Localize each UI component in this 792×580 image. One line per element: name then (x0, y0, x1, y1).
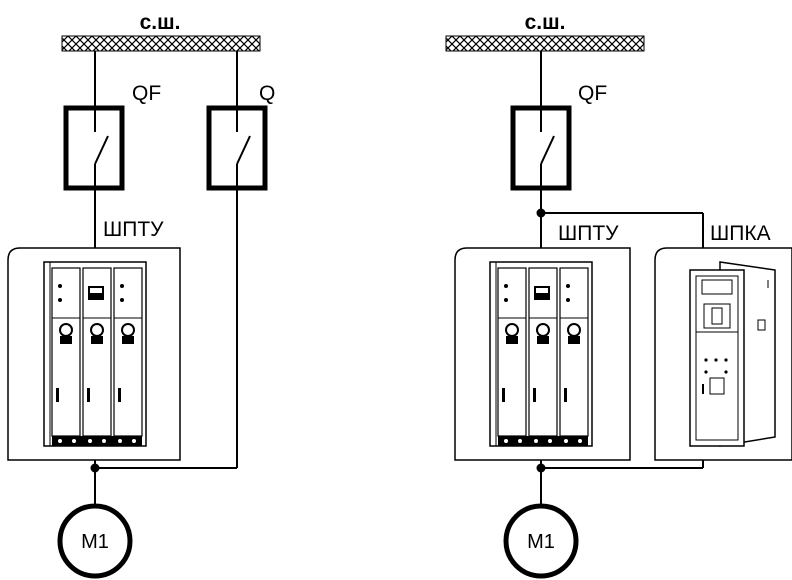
motor-m1 (57, 503, 133, 579)
switch-q-label: Q (259, 82, 275, 105)
cabinet-shptu-illustration (489, 261, 593, 447)
junction-dot-top (536, 208, 546, 218)
breaker-qf-label: QF (578, 82, 607, 105)
cabinet-shpka-illustration (689, 261, 776, 447)
breaker-qf-label: QF (132, 82, 161, 105)
busbar (61, 35, 261, 52)
cabinet-shptu-label: ШПТУ (103, 218, 164, 241)
cabinet-shpka-label: ШПКА (710, 222, 771, 245)
motor-m1-label: M1 (81, 531, 109, 553)
junction-dot (536, 463, 546, 473)
switch-q (206, 105, 268, 191)
cabinet-shptu-label: ШПТУ (558, 222, 619, 245)
motor-m1 (503, 503, 579, 579)
breaker-qf (510, 105, 572, 191)
left-diagram: с.ш. QF Q ШПТУ M1 (7, 11, 275, 579)
cabinet-shptu-illustration (43, 261, 147, 447)
junction-dot (90, 463, 100, 473)
busbar-label: с.ш. (525, 11, 566, 34)
busbar-label: с.ш. (140, 11, 181, 34)
motor-m1-label: M1 (527, 531, 555, 553)
breaker-qf (63, 105, 125, 191)
busbar (445, 35, 645, 52)
right-diagram: с.ш. QF ШПТУ ШПКА M1 (445, 11, 792, 579)
